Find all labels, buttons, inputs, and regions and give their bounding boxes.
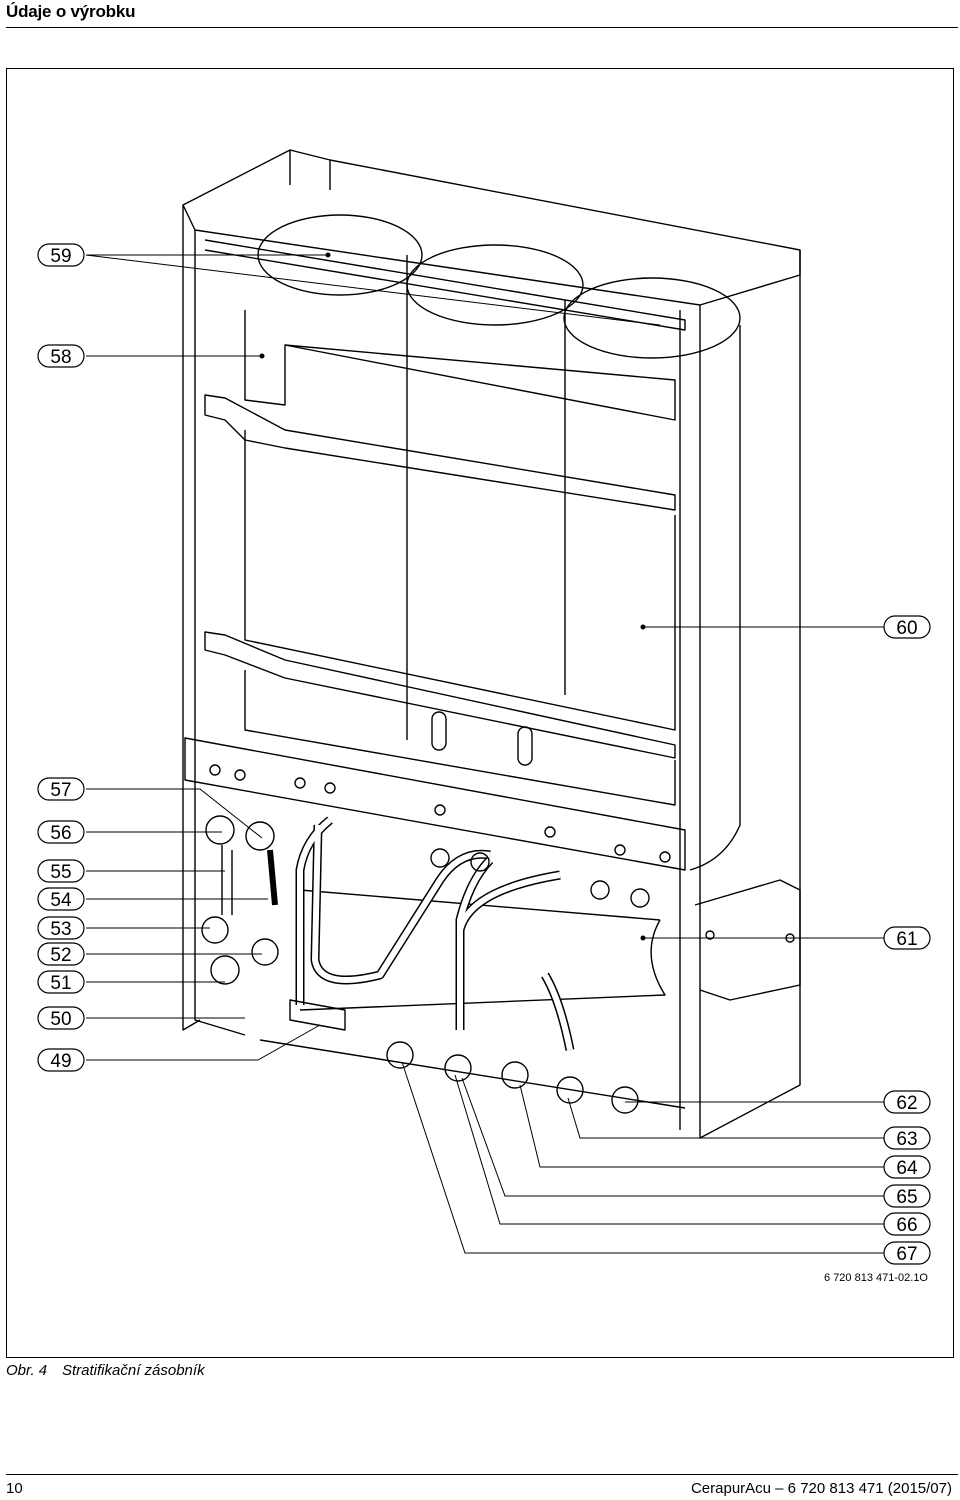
callout-62: 62 xyxy=(896,1093,917,1114)
callout-64: 64 xyxy=(896,1158,918,1179)
valve-52 xyxy=(251,938,279,966)
callout-59-capsule xyxy=(37,243,85,267)
callout-66: 66 xyxy=(896,1215,917,1236)
callout-54-capsule xyxy=(37,887,85,911)
tank-top-2 xyxy=(406,244,584,326)
front-panel-5 xyxy=(244,670,676,806)
callout-63-capsule xyxy=(883,1126,931,1150)
valve-56 xyxy=(205,815,235,845)
callout-65-capsule xyxy=(883,1184,931,1208)
callout-50-capsule xyxy=(37,1006,85,1030)
callout-55: 55 xyxy=(50,862,71,883)
callout-64-capsule xyxy=(883,1155,931,1179)
callout-56: 56 xyxy=(50,823,71,844)
callout-53-capsule xyxy=(37,916,85,940)
callout-67-capsule xyxy=(883,1241,931,1265)
callout-65: 65 xyxy=(896,1187,917,1208)
callout-61-capsule xyxy=(883,926,931,950)
footer-rule xyxy=(6,1474,958,1475)
tank-top-3 xyxy=(563,277,741,359)
caption-text: Stratifikační zásobník xyxy=(62,1362,205,1379)
tank-cylinder-right xyxy=(689,325,741,871)
callout-51-capsule xyxy=(37,970,85,994)
back-panel xyxy=(182,205,801,1139)
callout-55-capsule xyxy=(37,859,85,883)
callout-54: 54 xyxy=(50,890,72,911)
callout-58-capsule xyxy=(37,344,85,368)
valve-51 xyxy=(210,955,240,985)
callout-67: 67 xyxy=(896,1244,917,1265)
figure-caption: Obr. 4 Stratifikační zásobník xyxy=(6,1362,205,1379)
outlet-valve-67 xyxy=(386,1041,414,1069)
caption-number: Obr. 4 xyxy=(6,1362,48,1379)
callout-60-capsule xyxy=(883,615,931,639)
outlet-valve-65 xyxy=(501,1061,529,1089)
front-panel-3 xyxy=(244,430,676,731)
callout-66-capsule xyxy=(883,1212,931,1236)
callout-62-capsule xyxy=(883,1090,931,1114)
front-panel-4 xyxy=(204,631,676,759)
callout-61: 61 xyxy=(896,929,917,950)
valve-53 xyxy=(201,916,229,944)
callout-52: 52 xyxy=(50,945,71,966)
header-rule xyxy=(6,27,958,28)
wall-bracket xyxy=(694,879,801,1001)
top-housing xyxy=(182,149,801,306)
callout-52-capsule xyxy=(37,942,85,966)
lower-tank xyxy=(299,889,666,1011)
callout-58: 58 xyxy=(50,347,71,368)
callout-59: 59 xyxy=(50,246,71,267)
front-frame xyxy=(194,230,681,1130)
figure-frame xyxy=(6,68,954,1358)
footer-product-info: CerapurAcu – 6 720 813 471 (2015/07) xyxy=(690,1480,952,1497)
front-panel-2 xyxy=(204,394,676,511)
callout-57: 57 xyxy=(50,780,71,801)
callout-49-capsule xyxy=(37,1048,85,1072)
mounting-rail xyxy=(184,737,686,871)
page-number: 10 xyxy=(6,1480,23,1497)
callout-51: 51 xyxy=(50,973,71,994)
callout-53: 53 xyxy=(50,919,71,940)
callout-57-capsule xyxy=(37,777,85,801)
callout-49: 49 xyxy=(50,1051,71,1072)
outlet-valve-66 xyxy=(444,1054,472,1082)
callout-56-capsule xyxy=(37,820,85,844)
front-panel-1 xyxy=(244,310,676,421)
callout-50: 50 xyxy=(50,1009,71,1030)
figure-code: 6 720 813 471-02.1O xyxy=(824,1272,928,1284)
callout-63: 63 xyxy=(896,1129,917,1150)
callout-60: 60 xyxy=(896,618,917,639)
page-header-title: Údaje o výrobku xyxy=(6,2,136,21)
